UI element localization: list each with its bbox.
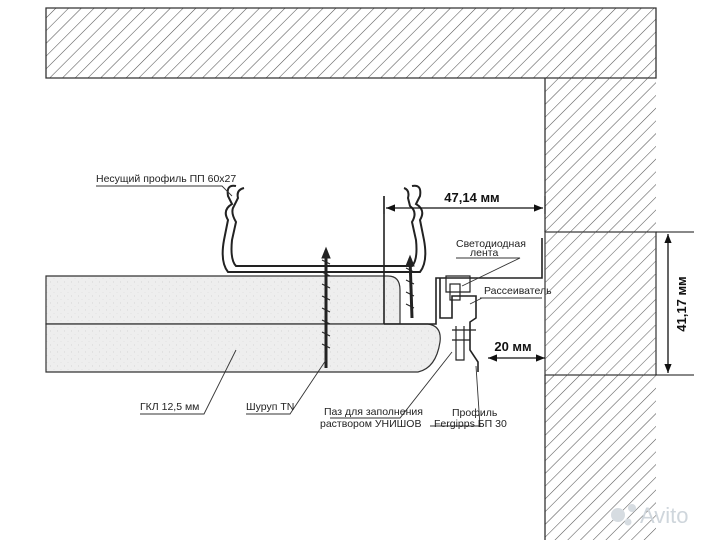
dimension-vertical-text: 41,17 мм (674, 276, 689, 331)
label-profile-bp-2: Fergipps БП 30 (434, 418, 507, 430)
label-led-2: лента (470, 247, 498, 259)
dimension-horizontal: 47,14 мм (383, 190, 546, 214)
ceiling-slab (45, 7, 657, 79)
avito-watermark: Avito (611, 503, 689, 528)
watermark-text: Avito (640, 503, 689, 528)
label-profile-bp: Профиль (452, 407, 498, 419)
dimension-horizontal-text: 47,14 мм (444, 190, 499, 205)
dimension-gap: 20 мм (488, 339, 545, 362)
label-diffuser: Рассеиватель (484, 285, 552, 297)
bp30-profile (383, 196, 543, 372)
screw-left (321, 246, 331, 368)
label-led: Светодиодная (456, 238, 526, 250)
carrier-profile-pp (221, 184, 427, 273)
screw-right (405, 254, 415, 319)
label-groove: Паз для заполнения (324, 406, 423, 418)
label-screw: Шуруп TN (246, 401, 294, 413)
leaders (96, 185, 542, 427)
dimension-vertical: 41,17 мм (656, 231, 694, 376)
label-profile-pp: Несущий профиль ПП 60x27 (96, 173, 236, 185)
screws (321, 246, 415, 368)
gkl-boards (45, 275, 441, 373)
label-groove-2: раствором УНИШОВ (320, 418, 421, 430)
label-gkl: ГКЛ 12,5 мм (140, 401, 199, 413)
dimension-gap-text: 20 мм (494, 339, 531, 354)
wall-board (544, 231, 657, 376)
